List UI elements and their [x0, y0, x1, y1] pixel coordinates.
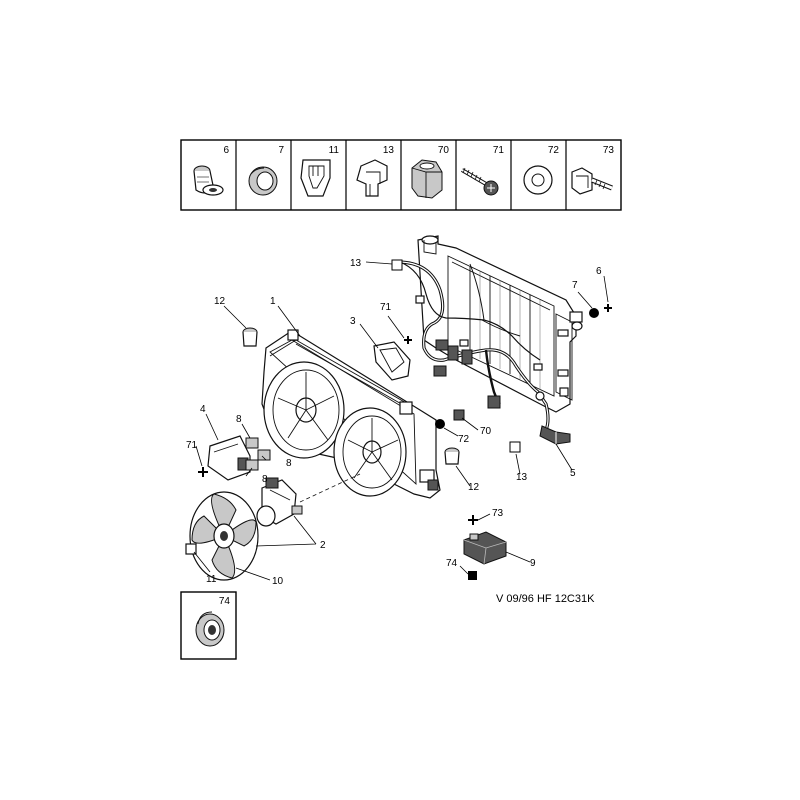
strip-number-71: 71	[493, 145, 505, 156]
strip-number-13: 13	[383, 145, 395, 156]
marker-cross-6	[604, 304, 612, 312]
callout-13-bottom: 13	[516, 472, 528, 483]
callout-72: 72	[458, 434, 470, 445]
flanged-plug-bolt-icon	[193, 165, 224, 196]
callout-9: 9	[530, 558, 536, 569]
callout-6: 6	[596, 266, 602, 277]
callout-3: 3	[350, 316, 356, 327]
spring-clip-icon	[300, 159, 331, 197]
strip-number-73: 73	[603, 145, 615, 156]
washer-72	[435, 419, 445, 429]
callout-71-left: 71	[186, 440, 198, 451]
callout-8-upper: 8	[236, 414, 242, 425]
parts-strip: 6 7 11 13 70 71 72 73	[180, 139, 622, 211]
washer-7	[589, 308, 599, 318]
strip-number-6: 6	[223, 145, 229, 156]
nut-8-middle	[257, 449, 271, 461]
callout-1: 1	[270, 296, 276, 307]
callout-4: 4	[200, 404, 206, 415]
cable-clip-icon	[356, 159, 388, 197]
grommet-12-lower	[444, 447, 460, 465]
resistor-module	[463, 531, 507, 565]
marker-square-13-top	[391, 259, 403, 271]
side-bracket	[207, 435, 251, 481]
callout-8-right: 8	[286, 458, 292, 469]
callout-70: 70	[480, 426, 492, 437]
nut-70	[453, 409, 465, 421]
leader-lines	[193, 261, 609, 581]
fan-motor	[256, 477, 303, 527]
grommet-icon	[195, 611, 225, 647]
callout-73: 73	[492, 508, 504, 519]
self-tapping-screw-icon	[460, 167, 499, 196]
marker-cross-71-left	[198, 467, 208, 477]
seal-ring-icon	[248, 166, 278, 196]
inset-box-74: 74	[180, 591, 237, 660]
clip-11	[185, 543, 197, 555]
bolt-with-clip-icon	[571, 167, 613, 195]
marker-cross-71-top	[404, 336, 412, 344]
callout-7: 7	[572, 280, 578, 291]
reference-code: V 09/96 HF 12C31K	[496, 593, 595, 605]
strip-number-72: 72	[548, 145, 560, 156]
marker-square-13-bottom	[509, 441, 521, 453]
callout-13-top: 13	[350, 258, 362, 269]
callout-10: 10	[272, 576, 284, 587]
marker-square-74	[468, 571, 477, 580]
callout-8-lower: 8	[262, 474, 268, 485]
flat-washer-icon	[523, 165, 553, 195]
inset-number-74: 74	[219, 596, 231, 607]
fan-shroud	[261, 329, 441, 499]
callout-2: 2	[320, 540, 326, 551]
radiator	[417, 235, 583, 413]
strip-number-7: 7	[278, 145, 284, 156]
callout-12-upper: 12	[214, 296, 226, 307]
nut-8-upper	[245, 437, 259, 449]
callout-12-lower: 12	[468, 482, 480, 493]
callout-11: 11	[206, 574, 217, 585]
callout-74: 74	[446, 558, 458, 569]
grommet-12-upper	[242, 327, 258, 347]
nut-8-lower	[245, 459, 259, 471]
callout-numbers: 1 12 3 71 13 4 8 8 8 71 2 10 11 12 70 72…	[186, 258, 602, 587]
callout-5: 5	[570, 468, 576, 479]
mounting-bracket	[373, 341, 411, 381]
strip-number-70: 70	[438, 145, 450, 156]
fan-blade	[189, 491, 259, 581]
hex-nut-icon	[411, 159, 443, 199]
strip-number-11: 11	[329, 145, 340, 156]
wiring-harness	[397, 260, 571, 445]
callout-71-top: 71	[380, 302, 392, 313]
marker-cross-73	[468, 515, 478, 525]
